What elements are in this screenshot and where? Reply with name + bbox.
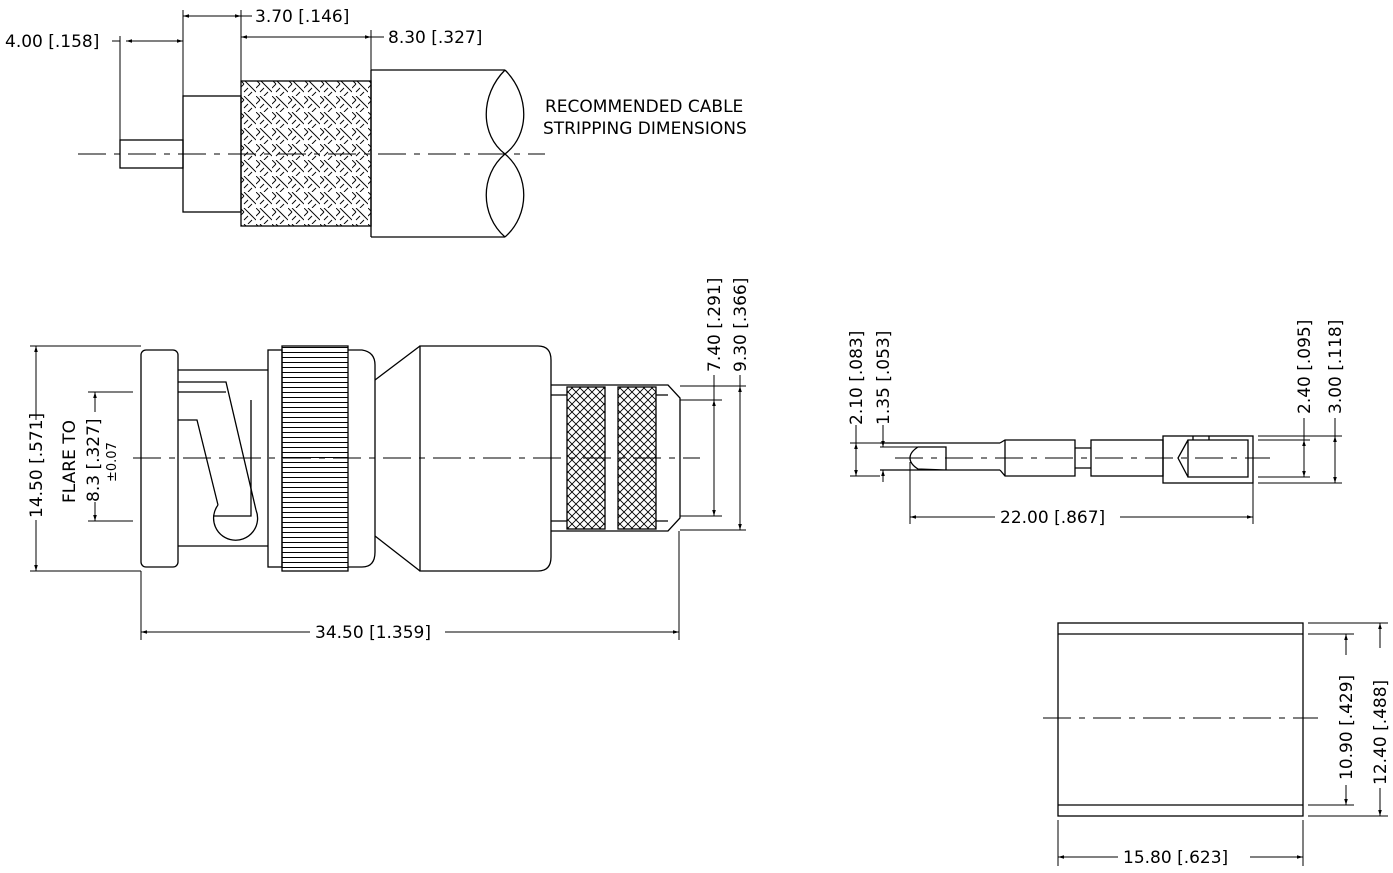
dim-pin-inner-right: 2.40 [.095] [1295,320,1315,414]
crimp-band-2 [617,386,657,530]
dim-pin-length: 22.00 [.867] [1000,508,1105,528]
dim-dielectric-length: 3.70 [.146] [255,7,349,27]
bayonet-slot [212,400,259,541]
dim-ferrule-inner: 10.90 [.429] [1337,675,1357,780]
dim-crimp-outer: 9.30 [.366] [731,278,751,372]
cable-stripping-view: 4.00 [.158] 3.70 [.146] 8.30 [.327] RECO… [5,7,747,238]
dim-connector-length: 34.50 [1.359] [315,623,431,643]
braid [240,80,372,227]
dim-crimp-inner: 7.40 [.291] [705,278,725,372]
dim-braid-length: 8.30 [.327] [388,28,482,48]
dim-pin-outer-right: 3.00 [.118] [1326,320,1346,414]
jacket [370,69,505,238]
note-line-1: RECOMMENDED CABLE [545,97,743,117]
dim-pin-inner-left: 1.35 [.053] [874,331,894,425]
crimp-band-1 [566,386,606,530]
dim-connector-height: 14.50 [.571] [27,413,47,518]
knurled-nut [281,345,349,572]
flare-label: FLARE TO [60,420,80,503]
ferrule [1057,622,1304,817]
connector-body [419,345,552,572]
flare-dimension: 8.3 [.327] [84,418,104,502]
bayonet-cap [140,349,179,568]
contact-pin-view: 2.10 [.083] 1.35 [.053] 22.00 [.867] 2.4… [847,320,1346,529]
dim-pin-length: 4.00 [.158] [5,32,99,52]
flare-tolerance: ±0.07 [105,442,120,482]
dim-pin-outer-left: 2.10 [.083] [847,331,867,425]
ferrule-view: 10.90 [.429] 12.40 [.488] 15.80 [.623] [1043,622,1392,869]
dim-ferrule-length: 15.80 [.623] [1123,848,1228,868]
connector-side-view: 14.50 [.571] FLARE TO 8.3 [.327] ±0.07 3… [25,278,751,644]
dim-ferrule-outer: 12.40 [.488] [1371,680,1391,785]
note-line-2: STRIPPING DIMENSIONS [543,119,747,139]
